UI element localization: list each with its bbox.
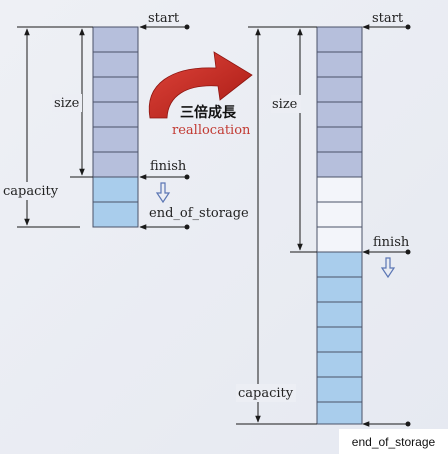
right-empty-cell	[316, 201, 363, 228]
left-start-pointer: start	[139, 11, 190, 30]
left-capacity-label: capacity	[3, 184, 59, 199]
left-start-label: start	[148, 11, 180, 26]
left-end-of-storage-pointer: end_of_storage	[139, 206, 249, 230]
left-used-cell	[92, 76, 139, 103]
right-free-cell	[316, 301, 363, 328]
curved-red-arrow-icon	[148, 51, 253, 119]
right-vector: size capacity start finish	[236, 11, 411, 427]
reallocation-arrow: 三倍成長 reallocation	[148, 51, 253, 138]
right-free-cell	[316, 276, 363, 303]
left-vector: size capacity start finish	[2, 11, 249, 230]
right-used-cell	[316, 101, 363, 128]
left-cells	[92, 26, 139, 228]
right-used-cell	[316, 26, 363, 53]
right-used-cell	[316, 76, 363, 103]
left-end-of-storage-label: end_of_storage	[149, 206, 249, 221]
right-size-dimension: size	[271, 26, 317, 253]
left-capacity-dimension: capacity	[2, 26, 93, 228]
left-used-cell	[92, 126, 139, 153]
left-used-cell	[92, 151, 139, 178]
right-start-pointer: start	[362, 11, 411, 30]
left-size-label: size	[54, 96, 80, 111]
left-finish-label: finish	[150, 159, 187, 174]
end-of-storage-caption: end_of_storage	[339, 429, 448, 454]
reallocation-subtitle: reallocation	[172, 123, 251, 138]
left-free-cell	[92, 176, 139, 203]
right-free-cell	[316, 351, 363, 378]
right-finish-down-arrow-icon	[380, 257, 396, 279]
left-used-cell	[92, 26, 139, 53]
left-finish-down-arrow-icon	[155, 182, 171, 204]
right-finish-label: finish	[373, 235, 410, 250]
right-start-label: start	[372, 11, 404, 26]
right-used-cell	[316, 126, 363, 153]
right-used-cell	[316, 151, 363, 178]
right-free-cell	[316, 376, 363, 403]
reallocation-title: 三倍成長	[180, 104, 237, 121]
right-used-cell	[316, 51, 363, 78]
left-free-cell	[92, 201, 139, 228]
right-finish-pointer: finish	[362, 235, 411, 279]
left-used-cell	[92, 51, 139, 78]
right-capacity-label: capacity	[238, 386, 294, 401]
left-used-cell	[92, 101, 139, 128]
right-empty-cell	[316, 176, 363, 203]
right-capacity-dimension: capacity	[236, 26, 317, 425]
right-empty-cell	[316, 226, 363, 253]
left-size-dimension: size	[52, 26, 93, 178]
right-size-label: size	[272, 97, 298, 112]
right-cells	[316, 26, 363, 425]
right-free-cell	[316, 251, 363, 278]
left-finish-pointer: finish	[139, 159, 190, 204]
right-free-cell	[316, 326, 363, 353]
right-free-cell	[316, 401, 363, 425]
right-end-of-storage-pointer	[362, 421, 411, 427]
